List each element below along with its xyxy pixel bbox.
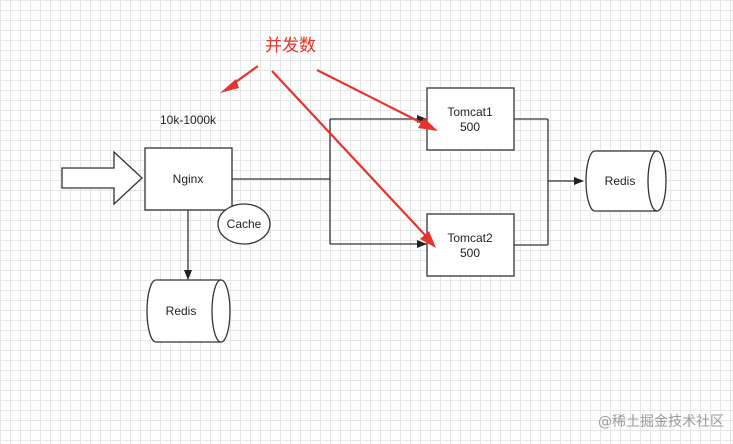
concurrency-title: 并发数 bbox=[265, 36, 316, 56]
tomcat1-name: Tomcat1 bbox=[447, 105, 493, 119]
tomcat2-node bbox=[426, 213, 515, 277]
redis-left-node bbox=[146, 279, 231, 343]
incoming-traffic-arrow bbox=[61, 150, 143, 206]
red-arrow-to-tomcat2 bbox=[271, 70, 436, 248]
tomcat2-value: 500 bbox=[460, 246, 480, 260]
red-arrow-to-throughput bbox=[220, 65, 259, 93]
tomcat2-name: Tomcat2 bbox=[447, 231, 493, 245]
redis-right-label: Redis bbox=[605, 174, 636, 188]
nginx-node bbox=[144, 147, 233, 211]
nginx-label: Nginx bbox=[173, 172, 204, 186]
cache-node bbox=[217, 203, 271, 245]
tomcat1-node bbox=[426, 87, 515, 151]
redis-right-node bbox=[585, 150, 667, 212]
red-arrow-to-tomcat1 bbox=[316, 69, 438, 131]
tomcat1-value: 500 bbox=[460, 120, 480, 134]
throughput-label: 10k-1000k bbox=[160, 113, 217, 127]
redis-left-label: Redis bbox=[166, 304, 197, 318]
cache-label: Cache bbox=[227, 217, 262, 231]
watermark: @稀土掘金技术社区 bbox=[598, 414, 724, 430]
